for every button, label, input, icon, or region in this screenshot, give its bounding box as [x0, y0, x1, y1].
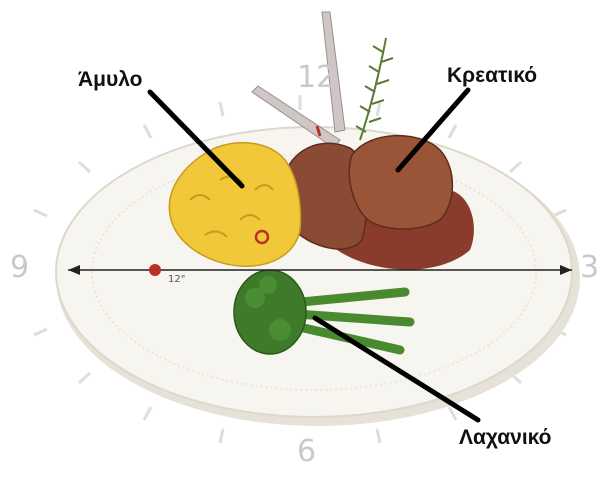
rosemary-garnish: [356, 38, 393, 140]
plate-diameter-label: 12": [168, 274, 185, 285]
label-vegetable: Λαχανικό: [459, 426, 552, 450]
label-starch: Άμυλο: [78, 68, 143, 92]
clock-number-3: 3: [580, 253, 599, 283]
clock-number-12: 12: [297, 63, 335, 93]
clock-number-9: 9: [10, 253, 29, 283]
clock-number-6: 6: [297, 437, 316, 467]
marker-dot-diameter: [149, 264, 161, 276]
label-meat: Κρεατικό: [447, 64, 537, 88]
